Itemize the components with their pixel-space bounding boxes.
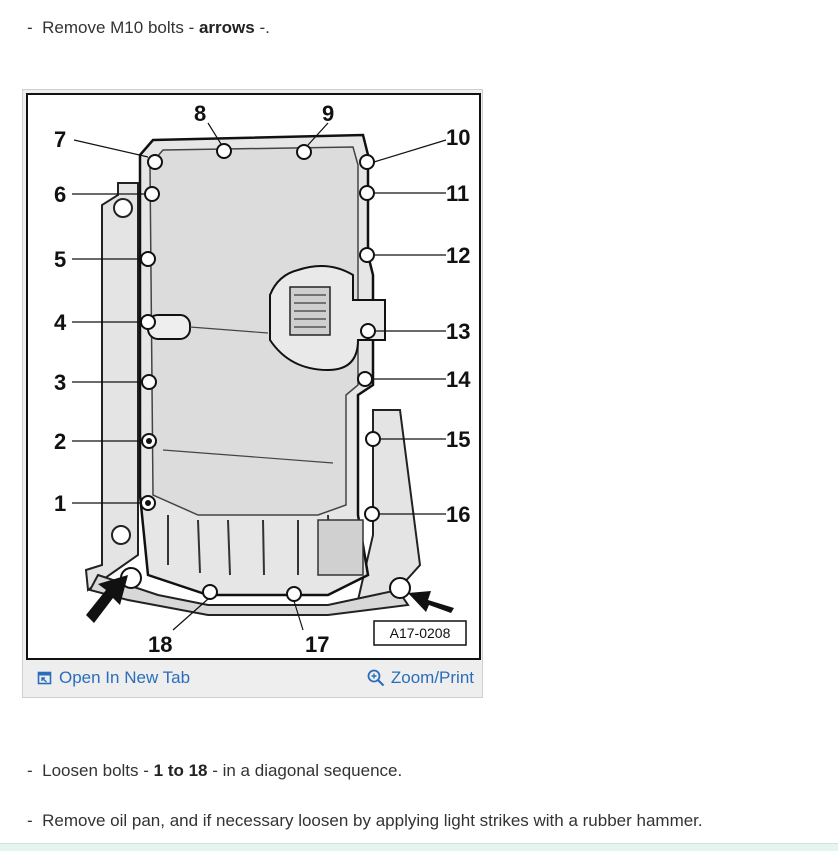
step-dash: - bbox=[27, 18, 33, 37]
bolt-label-14: 14 bbox=[446, 367, 471, 392]
bolt-label-6: 6 bbox=[54, 182, 66, 207]
oil-pan-diagram[interactable]: 1 2 3 4 5 6 7 8 9 10 11 12 13 14 15 16 1… bbox=[26, 93, 481, 660]
instruction-step-3: - Remove oil pan, and if necessary loose… bbox=[27, 811, 703, 831]
bolt-label-12: 12 bbox=[446, 243, 470, 268]
bolt-label-5: 5 bbox=[54, 247, 66, 272]
step-text-end: -. bbox=[254, 18, 270, 37]
bolt-label-3: 3 bbox=[54, 370, 66, 395]
figure-code: A17-0208 bbox=[390, 625, 451, 641]
step-bold-text: 1 to 18 bbox=[153, 761, 208, 780]
bolt-label-11: 11 bbox=[446, 181, 469, 206]
zoom-print-link[interactable]: Zoom/Print bbox=[367, 668, 474, 688]
figure-actions: Open In New Tab Zoom/Print bbox=[23, 662, 482, 698]
oil-pan-drawing: 1 2 3 4 5 6 7 8 9 10 11 12 13 14 15 16 1… bbox=[54, 101, 471, 657]
open-in-new-tab-link[interactable]: Open In New Tab bbox=[37, 668, 190, 688]
open-in-new-tab-label: Open In New Tab bbox=[59, 668, 191, 687]
bolt-label-10: 10 bbox=[446, 125, 470, 150]
bolt-label-15: 15 bbox=[446, 427, 470, 452]
zoom-print-label: Zoom/Print bbox=[390, 668, 474, 687]
step-dash: - bbox=[27, 811, 33, 830]
bolt-label-8: 8 bbox=[194, 101, 206, 126]
bolt-label-4: 4 bbox=[54, 310, 67, 335]
open-new-tab-icon bbox=[37, 670, 53, 686]
step-text: Remove M10 bolts - bbox=[42, 18, 199, 37]
bolt-label-9: 9 bbox=[322, 101, 334, 126]
zoom-icon bbox=[367, 669, 385, 687]
bolt-label-16: 16 bbox=[446, 502, 470, 527]
step-dash: - bbox=[27, 761, 33, 780]
figure-container: 1 2 3 4 5 6 7 8 9 10 11 12 13 14 15 16 1… bbox=[22, 89, 483, 698]
step-text: Loosen bolts - bbox=[42, 761, 154, 780]
bolt-label-1: 1 bbox=[54, 491, 66, 516]
bolt-label-13: 13 bbox=[446, 319, 470, 344]
step-bold-text: arrows bbox=[198, 18, 255, 37]
bolt-label-2: 2 bbox=[54, 429, 66, 454]
instruction-step-1: - Remove M10 bolts - arrows -. bbox=[27, 18, 270, 38]
instruction-step-2: - Loosen bolts - 1 to 18 - in a diagonal… bbox=[27, 761, 402, 781]
step-text: Remove oil pan, and if necessary loosen … bbox=[42, 811, 703, 830]
figure-code-box bbox=[373, 620, 467, 646]
step-text-end: - in a diagonal sequence. bbox=[207, 761, 403, 780]
bolt-label-17: 17 bbox=[305, 632, 329, 657]
bolt-label-7: 7 bbox=[54, 127, 66, 152]
bolt-label-18: 18 bbox=[148, 632, 172, 657]
page-bottom-divider bbox=[0, 843, 838, 851]
